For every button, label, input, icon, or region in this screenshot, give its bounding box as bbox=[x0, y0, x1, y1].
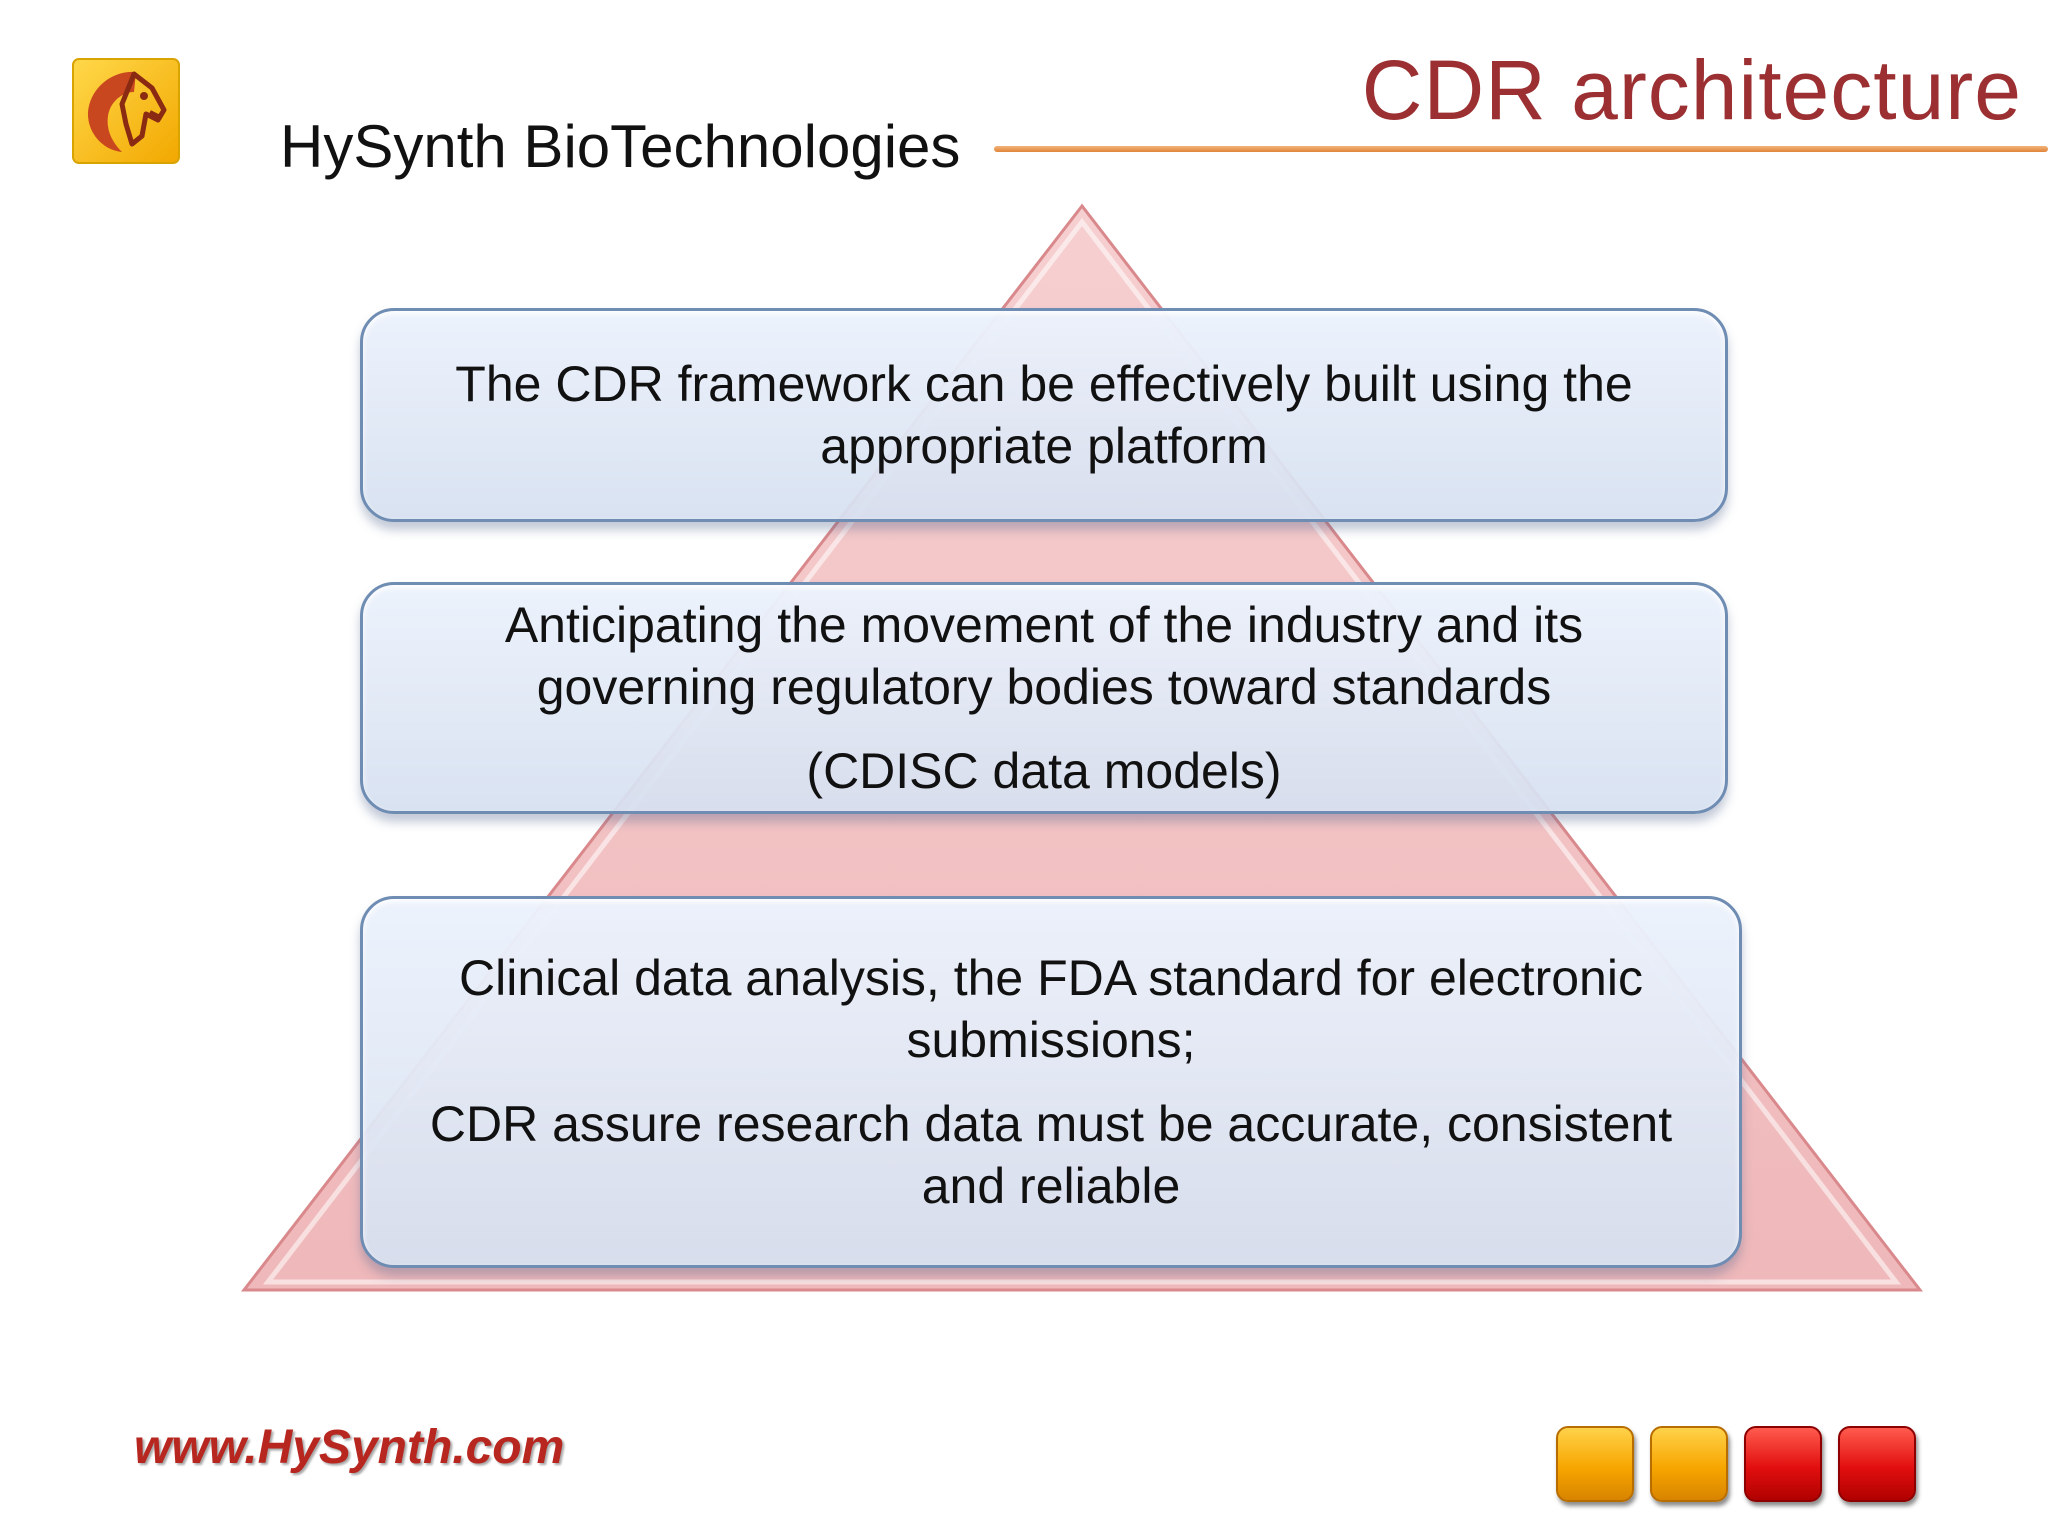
tier-middle-text: Anticipating the movement of the industr… bbox=[504, 597, 1584, 715]
pyramid-tier-top: The CDR framework can be effectively bui… bbox=[360, 308, 1728, 522]
tier-bottom-text-2: CDR assure research data must be accurat… bbox=[429, 1096, 1673, 1214]
slide-title: CDR architecture bbox=[1361, 43, 2022, 137]
company-name: HySynth BioTechnologies bbox=[280, 113, 961, 180]
title-underline bbox=[994, 146, 2048, 152]
decorative-squares bbox=[1556, 1426, 1916, 1504]
tier-bottom-text-1: Clinical data analysis, the FDA standard… bbox=[459, 950, 1643, 1068]
orange-square-icon bbox=[1650, 1426, 1728, 1502]
pyramid-tier-bottom: Clinical data analysis, the FDA standard… bbox=[360, 896, 1742, 1268]
tier-middle-note: (CDISC data models) bbox=[806, 743, 1282, 799]
orange-square-icon bbox=[1556, 1426, 1634, 1502]
horse-head-logo-icon bbox=[72, 58, 180, 164]
red-square-icon bbox=[1744, 1426, 1822, 1502]
pyramid-tier-middle: Anticipating the movement of the industr… bbox=[360, 582, 1728, 814]
tier-top-text: The CDR framework can be effectively bui… bbox=[455, 356, 1633, 474]
red-square-icon bbox=[1838, 1426, 1916, 1502]
website-link[interactable]: www.HySynth.com bbox=[134, 1421, 565, 1474]
